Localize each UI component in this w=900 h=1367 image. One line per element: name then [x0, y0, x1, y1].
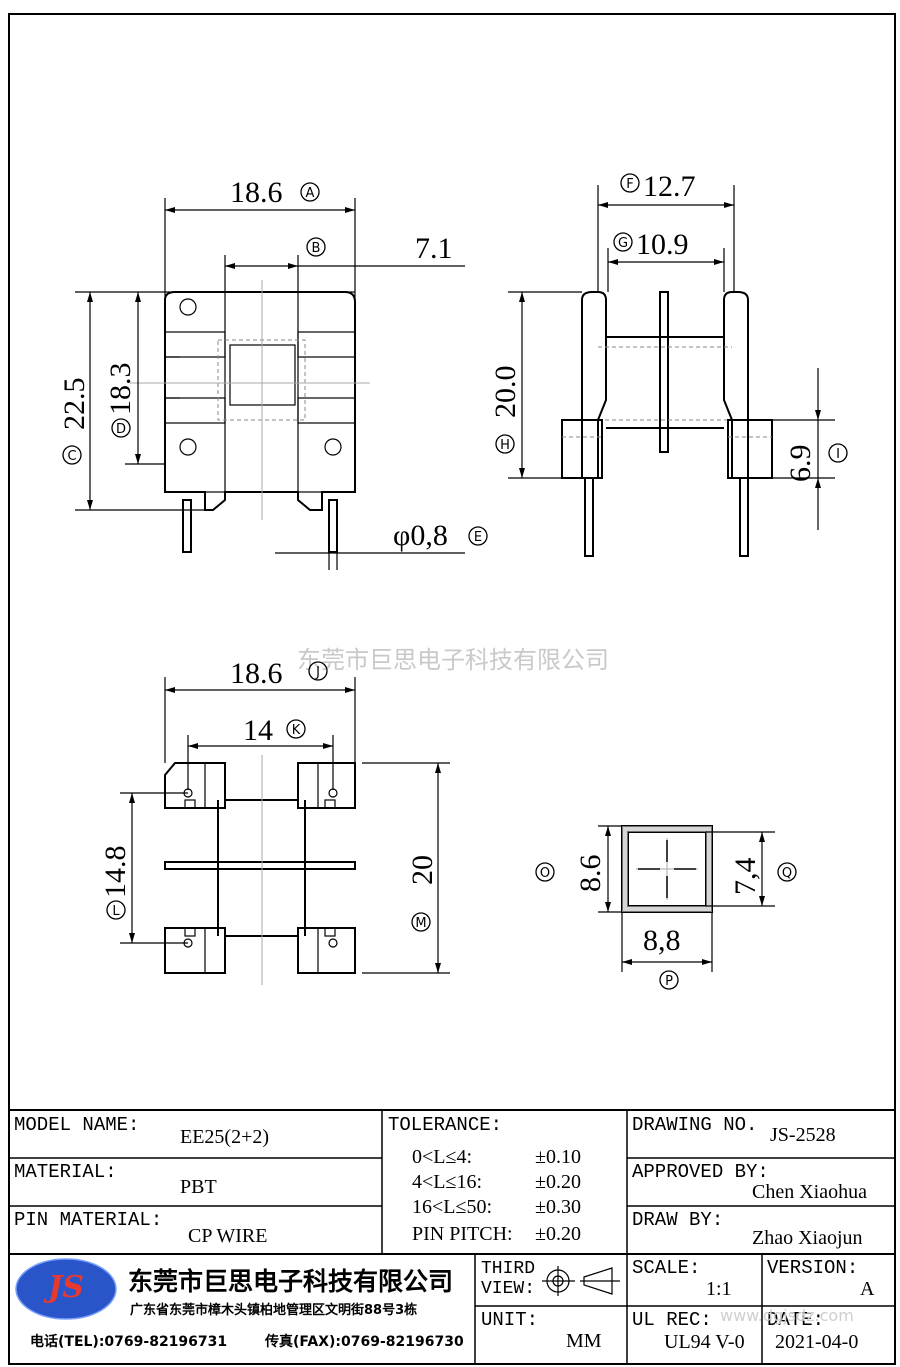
dim-pin-span: 14 — [243, 714, 273, 747]
company-tel: 电话(TEL):0769-82196731 — [30, 1334, 228, 1350]
tag-m: M — [415, 916, 426, 931]
core-section-view: 8.6 O 7,4 Q 8,8 P — [535, 825, 797, 990]
model-name-value: EE25(2+2) — [180, 1126, 270, 1148]
tag-g: G — [618, 236, 628, 251]
drawing-no-label: DRAWING NO. — [632, 1114, 758, 1136]
dim-pin-dia: φ0,8 — [393, 519, 448, 552]
tag-f: F — [626, 177, 633, 192]
tolerance-range-3: 16<L≤50: — [412, 1196, 493, 1218]
dim-bottom-depth: 14.8 — [99, 846, 132, 899]
tag-q: Q — [782, 866, 792, 881]
date-label: DATE: — [767, 1309, 825, 1331]
tag-k: K — [292, 723, 301, 738]
tag-o: O — [540, 866, 550, 881]
tag-j: J — [315, 665, 320, 680]
tolerance-value-4: ±0.20 — [535, 1223, 581, 1245]
company-fax: 传真(FAX):0769-82196730 — [265, 1334, 464, 1350]
dim-side-height: 20.0 — [489, 366, 522, 419]
unit-value: MM — [566, 1330, 602, 1352]
tag-p: P — [665, 974, 673, 989]
drawing-no-value: JS-2528 — [770, 1124, 836, 1146]
material-label: MATERIAL: — [14, 1161, 117, 1183]
draw-by-label: DRAW BY: — [632, 1209, 724, 1231]
dim-side-outer: 12.7 — [643, 170, 696, 203]
tolerance-range-4: PIN PITCH: — [412, 1223, 513, 1245]
third-view-label: THIRD VIEW: — [481, 1259, 536, 1299]
side-view: F 12.7 G 10.9 20.0 H 6.9 I — [489, 170, 848, 557]
company-watermark: 东莞市巨思电子科技有限公司 — [297, 646, 609, 674]
dim-bottom-width: 18.6 — [230, 657, 283, 690]
material-value: PBT — [180, 1176, 217, 1198]
dim-total-height: 22.5 — [58, 378, 91, 431]
dim-bottom-height: 20 — [406, 855, 439, 885]
tolerance-range-2: 4<L≤16: — [412, 1171, 483, 1193]
tolerance-range-1: 0<L≤4: — [412, 1146, 473, 1168]
tag-c: C — [67, 449, 76, 464]
ul-rec-value: UL94 V-0 — [664, 1331, 745, 1353]
version-value: A — [860, 1278, 875, 1300]
company-address: 广东省东莞市樟木头镇柏地管理区文明街88号3栋 — [130, 1303, 418, 1318]
date-value: 2021-04-0 — [775, 1331, 859, 1353]
approved-by-label: APPROVED BY: — [632, 1161, 769, 1183]
tolerance-value-2: ±0.20 — [535, 1171, 581, 1193]
title-block-grid — [9, 1109, 895, 1364]
approved-by-value: Chen Xiaohua — [752, 1181, 867, 1203]
dim-inner-height: 18.3 — [104, 363, 137, 416]
model-name-label: MODEL NAME: — [14, 1114, 140, 1136]
draw-by-value: Zhao Xiaojun — [752, 1227, 863, 1249]
tolerance-label: TOLERANCE: — [388, 1114, 503, 1136]
pin-material-label: PIN MATERIAL: — [14, 1209, 163, 1231]
pin-material-value: CP WIRE — [188, 1225, 268, 1247]
scale-label: SCALE: — [632, 1257, 701, 1279]
tag-l: L — [112, 904, 120, 919]
dim-slot-width: 7.1 — [415, 232, 453, 265]
scale-value: 1:1 — [706, 1278, 732, 1300]
company-name: 东莞市巨思电子科技有限公司 — [128, 1267, 454, 1296]
dim-front-width: 18.6 — [230, 176, 283, 209]
tag-e: E — [474, 530, 482, 545]
site-watermark: www.dgjsdz.com — [720, 1306, 854, 1325]
dim-core-outer-h: 8.6 — [574, 855, 607, 893]
dim-core-width: 8,8 — [643, 924, 681, 957]
tag-i: I — [836, 447, 840, 462]
bottom-view: 18.6 J 14 K 14.8 L 20 M — [99, 657, 450, 985]
drawing-border — [8, 13, 896, 1365]
unit-label: UNIT: — [481, 1309, 539, 1331]
tag-b: B — [312, 241, 321, 256]
version-label: VERSION: — [767, 1257, 859, 1279]
logo-text: JS — [48, 1270, 84, 1305]
tag-a: A — [306, 186, 315, 201]
tolerance-value-3: ±0.30 — [535, 1196, 581, 1218]
ul-rec-label: UL REC: — [632, 1309, 712, 1331]
dim-base-height: 6.9 — [784, 445, 817, 483]
dim-core-inner-h: 7,4 — [729, 858, 762, 896]
tag-h: H — [500, 438, 510, 453]
tag-d: D — [116, 422, 126, 437]
dim-side-inner: 10.9 — [636, 228, 689, 261]
third-angle-symbol-icon — [542, 1266, 620, 1296]
company-logo — [15, 1258, 117, 1320]
front-view: 18.6 A 7.1 B 22.5 C 18.3 D φ0,8 E — [58, 176, 488, 570]
tolerance-value-1: ±0.10 — [535, 1146, 581, 1168]
